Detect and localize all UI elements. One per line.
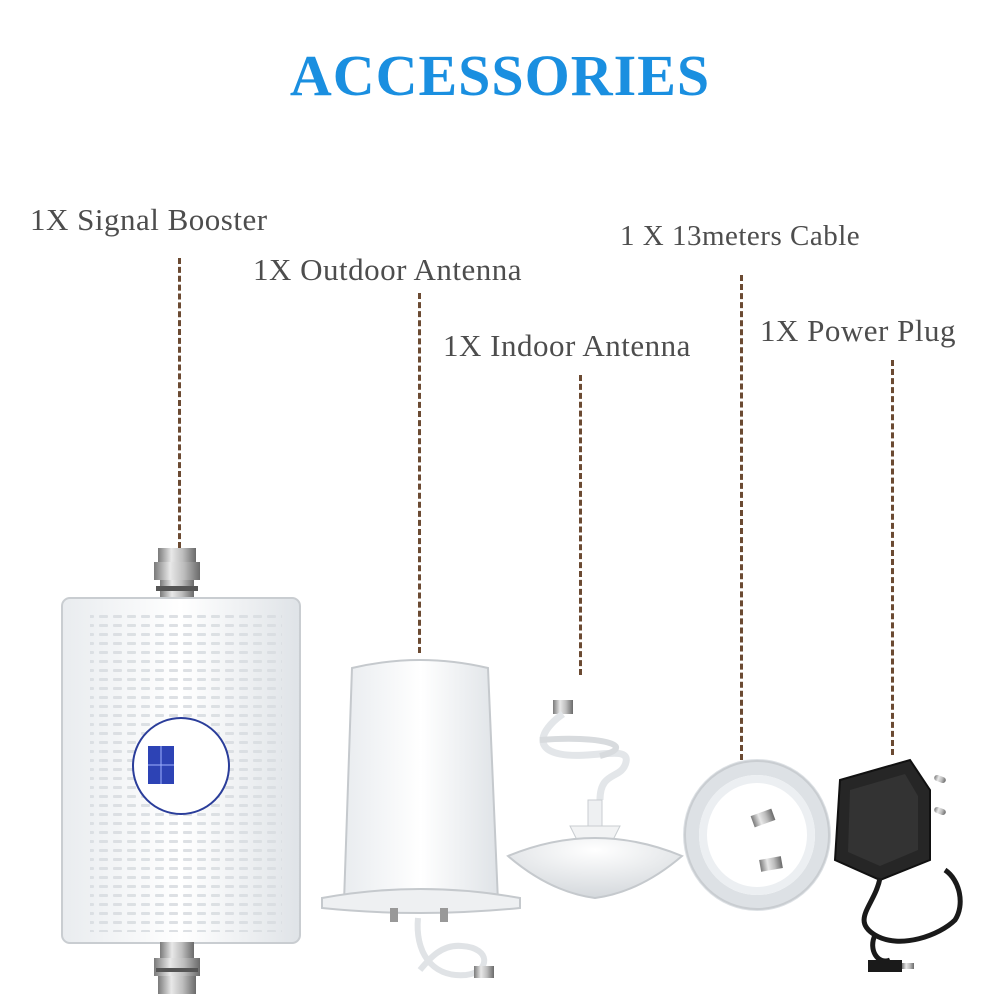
leader-power-plug bbox=[891, 360, 894, 755]
label-indoor-antenna: 1X Indoor Antenna bbox=[443, 328, 691, 363]
leader-signal-booster bbox=[178, 258, 181, 548]
cable-coil-image bbox=[683, 759, 831, 911]
power-plug-image bbox=[833, 758, 963, 972]
outdoor-antenna-image bbox=[321, 659, 521, 979]
leader-outdoor-antenna bbox=[418, 293, 421, 653]
indoor-antenna-image bbox=[506, 700, 684, 900]
leader-indoor-antenna bbox=[579, 375, 582, 675]
label-power-plug: 1X Power Plug bbox=[760, 313, 956, 348]
booster-logo-badge bbox=[132, 717, 230, 815]
booster-top-connector bbox=[154, 548, 200, 598]
leader-cable bbox=[740, 275, 743, 760]
booster-bottom-connector bbox=[154, 942, 200, 994]
label-signal-booster: 1X Signal Booster bbox=[30, 202, 268, 237]
label-outdoor-antenna: 1X Outdoor Antenna bbox=[253, 252, 523, 287]
page-title: ACCESSORIES bbox=[289, 43, 711, 108]
signal-booster-image bbox=[61, 548, 301, 994]
label-cable: 1 X 13meters Cable bbox=[620, 220, 861, 252]
